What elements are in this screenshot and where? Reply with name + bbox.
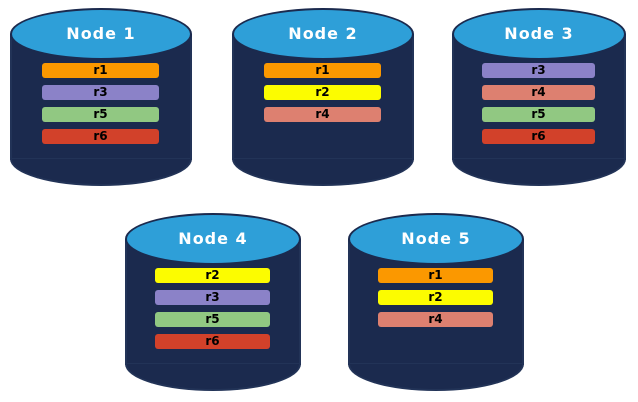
node-cylinder-5[interactable]: Node 5 r1 r2 r4 [348, 213, 524, 391]
replica-bar[interactable]: r6 [482, 129, 595, 144]
cylinder-bottom [10, 159, 192, 186]
replica-bar[interactable]: r4 [264, 107, 381, 122]
replica-bar[interactable]: r4 [378, 312, 493, 327]
replica-bar[interactable]: r6 [155, 334, 270, 349]
node-label: Node 4 [178, 229, 248, 248]
cylinder-top-ellipse [232, 8, 414, 60]
cylinder-bottom [348, 364, 524, 391]
replica-bar[interactable]: r5 [482, 107, 595, 122]
cylinder-bottom [452, 159, 626, 186]
node-label: Node 5 [401, 229, 471, 248]
replica-bar[interactable]: r4 [482, 85, 595, 100]
node-cylinder-1[interactable]: Node 1 r1 r3 r5 r6 [10, 8, 192, 186]
replica-bar[interactable]: r2 [264, 85, 381, 100]
replica-bar[interactable]: r1 [42, 63, 159, 78]
replica-bar[interactable]: r5 [155, 312, 270, 327]
node-cylinder-2[interactable]: Node 2 r1 r2 r4 [232, 8, 414, 186]
replica-bar[interactable]: r1 [378, 268, 493, 283]
replica-bar[interactable]: r5 [42, 107, 159, 122]
node-cylinder-4[interactable]: Node 4 r2 r3 r5 r6 [125, 213, 301, 391]
cylinder-bottom [232, 159, 414, 186]
replica-bar[interactable]: r3 [42, 85, 159, 100]
node-label: Node 2 [288, 24, 358, 43]
replica-bar[interactable]: r3 [155, 290, 270, 305]
cylinder-top-ellipse [125, 213, 301, 265]
replica-stack: r2 r3 r5 r6 [155, 268, 270, 349]
replica-stack: r1 r2 r4 [264, 63, 381, 122]
replica-stack: r1 r2 r4 [378, 268, 493, 327]
node-label: Node 1 [66, 24, 136, 43]
replica-bar[interactable]: r3 [482, 63, 595, 78]
cylinder-top-ellipse [10, 8, 192, 60]
cylinder-top-ellipse [452, 8, 626, 60]
node-label: Node 3 [504, 24, 574, 43]
replica-stack: r3 r4 r5 r6 [482, 63, 595, 144]
cylinder-bottom [125, 364, 301, 391]
replica-bar[interactable]: r2 [378, 290, 493, 305]
cylinder-top-ellipse [348, 213, 524, 265]
replica-stack: r1 r3 r5 r6 [42, 63, 159, 144]
replica-bar[interactable]: r6 [42, 129, 159, 144]
node-cylinder-3[interactable]: Node 3 r3 r4 r5 r6 [452, 8, 626, 186]
replica-bar[interactable]: r1 [264, 63, 381, 78]
replica-bar[interactable]: r2 [155, 268, 270, 283]
